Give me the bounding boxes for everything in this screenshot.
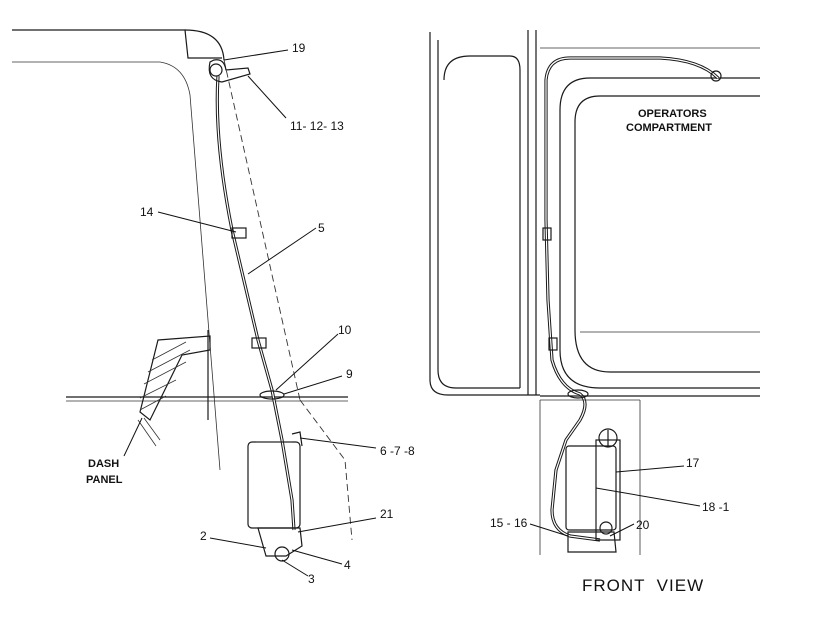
cab-inner-left (437, 40, 520, 389)
cab-outline (12, 29, 222, 59)
window-frame (559, 77, 760, 389)
callout-9: 9 (346, 367, 353, 381)
captions: DASH PANEL OPERATORS COMPARTMENT FRONT V… (86, 108, 712, 595)
callout-5: 5 (318, 221, 325, 235)
callout-19: 19 (292, 41, 306, 55)
nozzle-assembly (208, 59, 251, 83)
washer-hose-5 (215, 75, 296, 531)
front-hose-clip (542, 227, 552, 241)
callout-14: 14 (140, 205, 154, 219)
callout-labels: 19 11- 12- 13 14 5 10 9 6 -7 -8 21 2 4 3… (140, 41, 730, 586)
callout-3: 3 (308, 572, 315, 586)
cab-inner-line (12, 61, 221, 471)
dash-panel-tab (137, 417, 161, 447)
front-reservoir (565, 445, 617, 531)
dash-panel-caption-line2: PANEL (86, 474, 123, 486)
leader-lines (123, 49, 701, 577)
front-hose-clip-2 (548, 337, 558, 351)
cab-roof-corner (184, 29, 225, 61)
front-pump (567, 531, 617, 553)
door-post-hidden-2 (299, 399, 353, 541)
door-post-hidden (223, 59, 301, 401)
washer-pump (257, 527, 303, 557)
washer-hose-5-inner (216, 75, 295, 531)
window-frame-inner (574, 95, 760, 373)
front-pump-motor (599, 521, 613, 535)
callout-20: 20 (636, 518, 650, 532)
pump-motor (274, 546, 290, 562)
callout-18-1: 18 -1 (702, 500, 730, 514)
hose-clip-lower (251, 337, 267, 349)
front-view-title: FRONT VIEW (582, 576, 704, 595)
callout-15-16: 15 - 16 (490, 516, 528, 530)
callout-21: 21 (380, 507, 394, 521)
dash-panel-hatch (139, 341, 191, 411)
callout-4: 4 (344, 558, 351, 572)
hose-clip-14 (231, 227, 247, 239)
front-nozzle-fitting (710, 70, 722, 82)
front-view (429, 30, 760, 555)
grommet-9 (259, 390, 285, 400)
callout-11-12-13: 11- 12- 13 (290, 119, 344, 133)
dash-panel-caption-line1: DASH (88, 458, 119, 470)
callout-2: 2 (200, 529, 207, 543)
reservoir-bracket (291, 431, 303, 447)
operators-compartment-caption-line2: COMPARTMENT (626, 122, 712, 134)
nozzle-fitting (209, 63, 223, 77)
front-body-below (539, 400, 641, 555)
front-reservoir-cap (598, 428, 618, 448)
side-view (12, 29, 353, 562)
operators-compartment-caption-line1: OPERATORS (638, 108, 707, 120)
callout-6-7-8: 6 -7 -8 (380, 444, 415, 458)
callout-17: 17 (686, 456, 700, 470)
dash-panel-outline (139, 335, 211, 421)
front-washer-hose-inner (545, 57, 719, 541)
cab-outer-left (429, 32, 540, 396)
callout-10: 10 (338, 323, 352, 337)
pillar-left (443, 55, 521, 388)
front-grommet (567, 389, 589, 399)
